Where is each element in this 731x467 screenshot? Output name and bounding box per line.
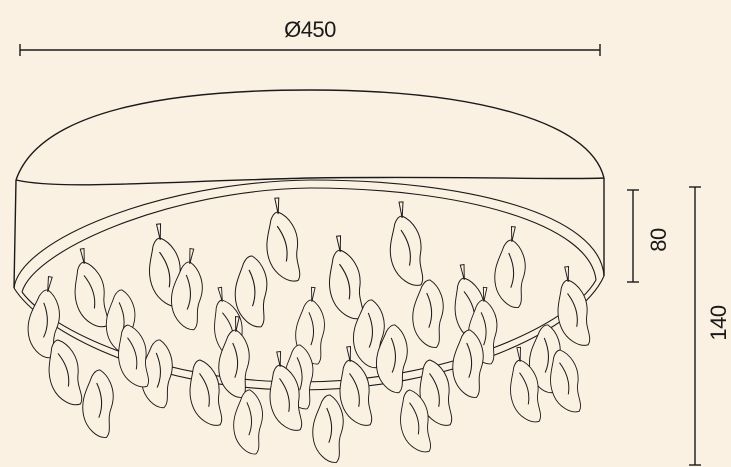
crystal-pendant (465, 286, 500, 365)
crystal-pendant (232, 254, 270, 328)
crystal-pendant (554, 266, 592, 349)
crystal-pendant (506, 346, 543, 425)
crystal-pendant (44, 337, 84, 409)
diameter-dimension: Ø450 (19, 17, 601, 56)
crystal-pendant (409, 278, 447, 349)
crystal-pendant (348, 297, 389, 369)
crystal-pendant (166, 248, 207, 331)
crystal-pendant (546, 347, 583, 415)
crystal-pendant (491, 226, 529, 309)
crystal-pendant (186, 357, 224, 429)
total-height-label: 140 (706, 305, 731, 340)
crystal-pendant (371, 322, 412, 394)
crystal-pendant (136, 337, 177, 409)
crystal-pendant (449, 328, 487, 399)
total-height-dimension: 140 (689, 186, 731, 466)
crystal-pendant (114, 322, 151, 390)
crystal-pendant (292, 286, 328, 365)
crystal-pendant (281, 343, 316, 410)
diameter-label: Ø450 (284, 17, 336, 42)
shade-height-label: 80 (646, 228, 671, 252)
crystal-pendant (145, 223, 185, 310)
crystal-pendant (70, 248, 110, 331)
crystal-pendant (336, 346, 374, 429)
crystal-pendant (396, 387, 433, 455)
crystal-pendant (263, 197, 302, 284)
crystal-pendant (266, 351, 304, 434)
crystal-pendant (79, 368, 117, 439)
crystal-pendant (416, 357, 454, 429)
crystal-pendant (524, 322, 565, 394)
shade-height-dimension: 80 (627, 189, 671, 283)
crystal-pendant (22, 276, 65, 359)
crystal-pendant (387, 201, 425, 288)
crystal-cluster (22, 197, 592, 464)
crystal-pendant (309, 393, 347, 464)
crystal-pendant (325, 235, 365, 322)
crystal-pendant (230, 388, 266, 455)
crystal-pendant (215, 316, 253, 399)
